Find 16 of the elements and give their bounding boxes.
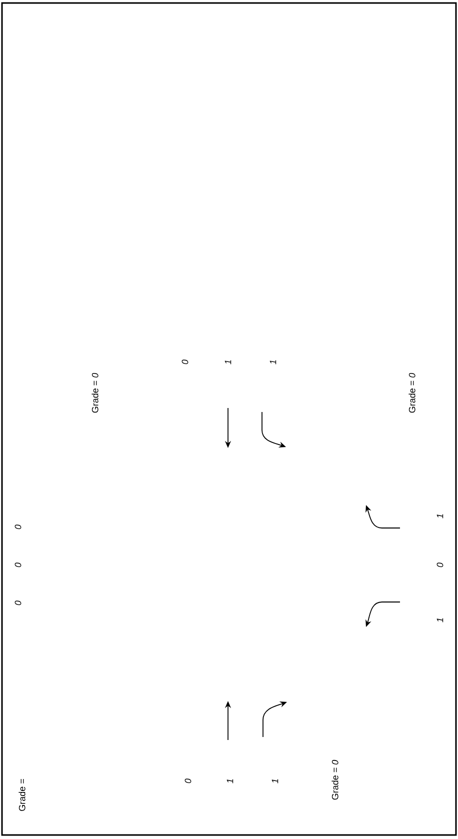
- grade-label: Grade =: [18, 779, 26, 811]
- digit: 1: [436, 514, 444, 518]
- digit: 0: [184, 778, 192, 784]
- digit: 0: [14, 600, 22, 606]
- digit: 0: [436, 562, 444, 568]
- digit: 1: [226, 779, 234, 784]
- digit: 1: [436, 618, 444, 622]
- digit: 0: [14, 524, 22, 530]
- grade-label: Grade = 0: [408, 372, 416, 413]
- digit: 1: [270, 360, 276, 364]
- digit: 0: [182, 360, 188, 364]
- digit: 0: [14, 562, 22, 568]
- grade-label: Grade = 0: [332, 760, 338, 800]
- grade-label: Grade = 0: [92, 372, 98, 413]
- digit: 1: [224, 360, 232, 364]
- digit: 1: [272, 779, 278, 784]
